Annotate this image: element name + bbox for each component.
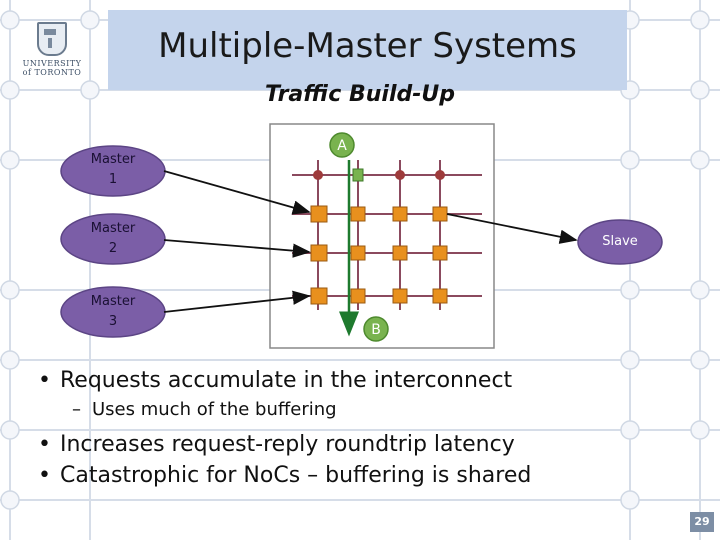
master-3-line2: 3 — [108, 314, 118, 329]
master-2-line2: 2 — [108, 241, 118, 256]
bullet-dot: • — [38, 368, 51, 393]
master-2-label: Master 2 — [63, 219, 163, 259]
arrow-master-2 — [163, 239, 311, 258]
bullet-3: • Catastrophic for NoCs – buffering is sh… — [38, 463, 678, 488]
master-1-line2: 1 — [108, 172, 118, 187]
university-logo: UNIVERSITY of TORONTO — [12, 22, 92, 88]
master-3-line1: Master — [90, 294, 136, 309]
master-2-line1: Master — [90, 221, 136, 236]
bullet-dot: • — [38, 463, 51, 488]
point-a — [329, 132, 355, 158]
arrow-master-3 — [163, 290, 311, 313]
crest-icon — [37, 22, 67, 56]
bullet-dot: • — [38, 432, 51, 457]
page-number: 29 — [690, 512, 714, 532]
master-1-line1: Master — [90, 152, 136, 167]
bullet-1: • Requests accumulate in the interconnect — [38, 368, 678, 393]
master-2-node — [60, 213, 166, 265]
sub-dash: – — [72, 399, 81, 420]
title-band — [108, 10, 627, 90]
point-b-label: B — [371, 322, 381, 338]
slave-label: Slave — [602, 234, 638, 249]
arrow-master-1 — [163, 170, 311, 215]
bullet-2-text: Increases request-reply roundtrip latenc… — [60, 432, 515, 457]
bullet-1-sub-text: Uses much of the buffering — [92, 399, 337, 420]
arrow-to-slave — [446, 213, 578, 244]
master-1-label: Master 1 — [63, 150, 163, 190]
router-node — [435, 170, 445, 180]
bullet-1-sub: –Uses much of the buffering — [72, 399, 678, 420]
bullet-3-text: Catastrophic for NoCs – buffering is sha… — [60, 463, 532, 488]
bullet-2: • Increases request-reply roundtrip laten… — [38, 432, 678, 457]
slide-title: Multiple-Master Systems — [158, 26, 577, 66]
logo-line-1: UNIVERSITY — [22, 59, 82, 68]
slave-node — [577, 219, 663, 265]
point-b — [363, 316, 389, 342]
noc-frame — [269, 123, 495, 349]
router-node — [395, 170, 405, 180]
green-node — [352, 168, 364, 182]
point-a-label: A — [337, 138, 347, 154]
buffers — [310, 205, 448, 305]
bullet-1-text: Requests accumulate in the interconnect — [60, 368, 513, 393]
router-node — [313, 170, 323, 180]
bullet-list: • Requests accumulate in the interconnect… — [38, 368, 678, 488]
slide-subtitle: Traffic Build-Up — [264, 82, 456, 107]
master-3-label: Master 3 — [63, 292, 163, 332]
logo-line-2: of TORONTO — [22, 68, 82, 77]
